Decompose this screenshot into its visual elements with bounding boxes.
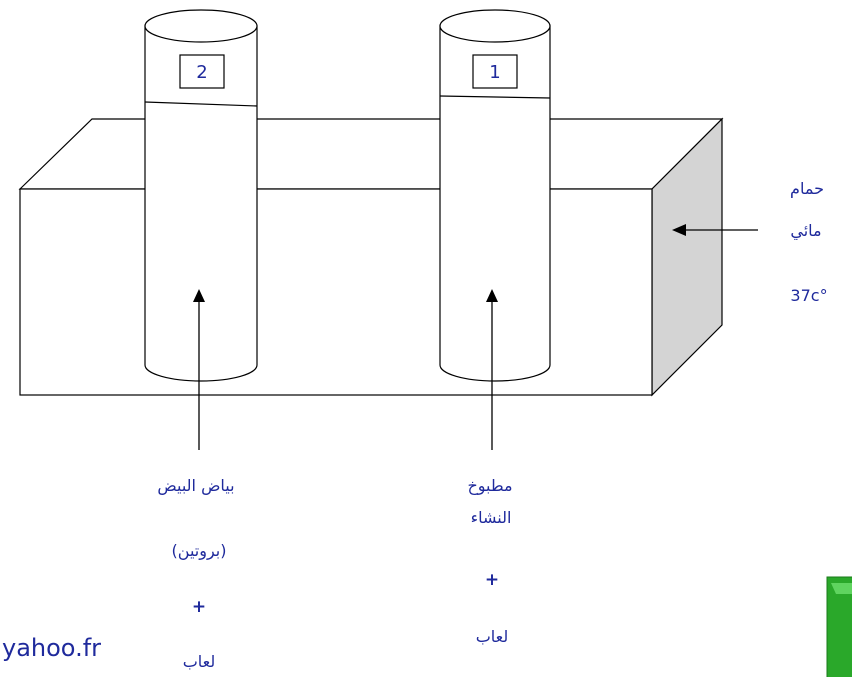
tube-1-additive: لعاب [476,627,509,646]
tube-1-liquid-level [439,95,551,99]
tube-1-content-line1: مطبوخ [467,476,512,496]
tube-2-number: 2 [196,62,207,83]
tube-2: 2 [144,9,258,382]
arrows [193,224,758,450]
water-bath-label-line2: مائي [790,221,821,241]
tube-2-additive: لعاب [183,652,216,671]
green-badge-highlight [831,583,852,594]
tube-2-arrow-head [193,289,205,302]
water-bath [18,117,724,397]
water-bath-front-face [19,188,653,396]
water-bath-temperature: 37c° [790,286,827,305]
tube-1: 1 [439,9,551,382]
tube-2-number-box [179,54,225,89]
tube-1-number: 1 [489,62,500,83]
tube-1-rim [439,9,551,43]
tube-1-plus: + [485,570,499,590]
water-bath-top-face [18,118,724,190]
tube-2-rim [144,9,258,43]
tube-1-body [439,25,551,382]
tube-1-content-line2: النشاء [471,508,512,527]
tube-2-content-line2: (بروتين) [172,541,227,561]
tube-1-number-box [472,54,518,89]
tube-2-body [144,25,258,382]
tube-1-arrow-head [486,289,498,302]
tube-2-content-line1: بياض البيض [157,476,234,496]
water-bath-label-line1: حمام [790,179,824,198]
tube-2-plus: + [192,597,206,617]
water-bath-arrow-head [672,224,686,236]
footer-email-fragment: yahoo.fr [2,634,101,662]
tube-2-liquid-level [144,101,258,107]
